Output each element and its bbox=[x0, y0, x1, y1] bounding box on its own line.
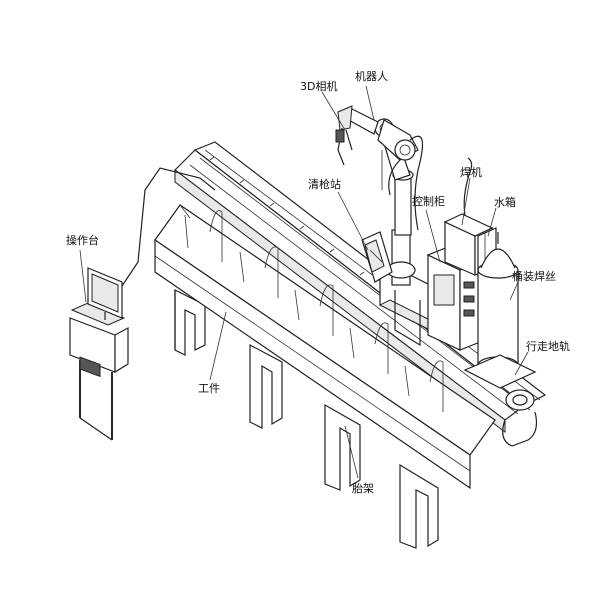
label-workpiece: 工件 bbox=[198, 382, 220, 395]
operator-console bbox=[69, 267, 129, 441]
label-welder: 焊机 bbox=[460, 165, 482, 179]
label-water-tank: 水箱 bbox=[494, 195, 516, 209]
label-control-cabinet: 控制柜 bbox=[412, 194, 445, 208]
robot-carriage bbox=[378, 229, 442, 347]
label-robot: 机器人 bbox=[355, 69, 388, 83]
label-3d-camera: 3D相机 bbox=[300, 79, 337, 93]
fixture-legs bbox=[174, 289, 439, 549]
robot-arm bbox=[335, 105, 424, 236]
leader-lines bbox=[79, 85, 529, 479]
torch-cleaning-station bbox=[361, 231, 393, 283]
label-console: 操作台 bbox=[66, 233, 99, 247]
label-walking-rail: 行走地轨 bbox=[526, 339, 570, 353]
label-wire-barrel: 桶装焊丝 bbox=[512, 269, 556, 283]
label-fixture: 胎架 bbox=[352, 481, 374, 495]
console-cable bbox=[117, 167, 216, 293]
welding-wire-barrel bbox=[463, 232, 537, 389]
workpiece-beam bbox=[154, 204, 496, 490]
label-torch-station: 清枪站 bbox=[308, 177, 341, 191]
